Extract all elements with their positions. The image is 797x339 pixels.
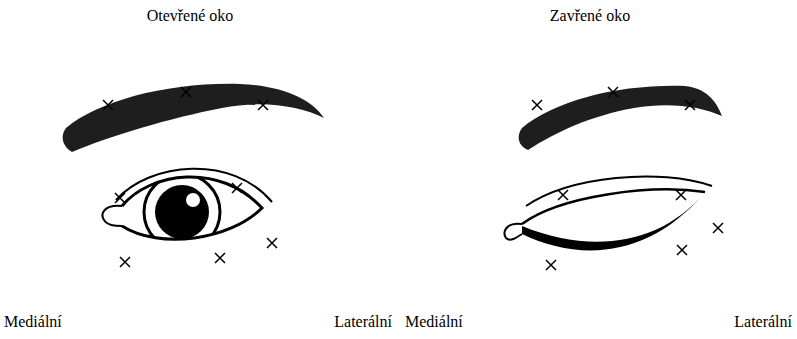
label: Zavřené oko <box>550 6 630 26</box>
eyelash-line <box>522 192 705 250</box>
label: Otevřené oko <box>147 6 234 26</box>
label: Mediální <box>4 312 62 332</box>
label: Laterální <box>334 312 392 332</box>
eyebrow <box>63 84 324 152</box>
label: Laterální <box>734 312 792 332</box>
caruncle <box>505 224 522 240</box>
caruncle <box>103 206 122 226</box>
label: Mediální <box>405 312 463 332</box>
eyelid-crease <box>526 176 712 206</box>
eyebrow <box>519 86 722 150</box>
x-marks <box>103 87 723 270</box>
eye-outline <box>122 177 262 239</box>
